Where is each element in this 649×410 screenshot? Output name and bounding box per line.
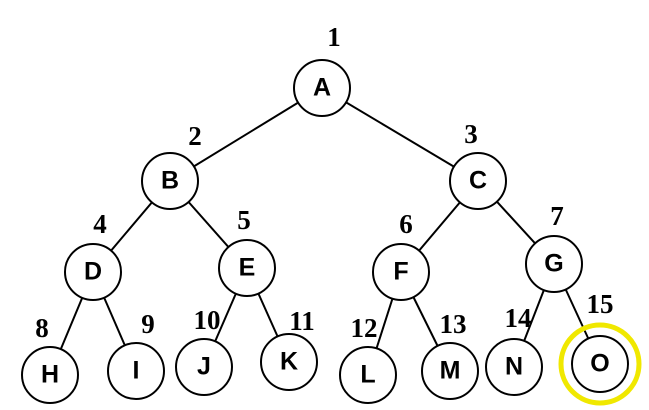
node-n: N [485,338,543,396]
node-index-8: 8 [35,313,49,343]
node-c: C [449,152,507,210]
node-label: D [84,258,102,286]
node-circle [372,243,430,301]
node-index-7: 7 [550,201,564,231]
node-circle [141,152,199,210]
node-index-1: 1 [327,22,341,52]
node-e: E [218,239,276,297]
node-label: J [197,353,211,381]
node-index-14: 14 [505,303,532,333]
node-label: I [133,357,140,385]
node-circle [339,346,397,404]
node-m: M [421,342,479,400]
tree-nodes: A B C D E F G H I J K L M N O [21,59,629,404]
node-circle [175,338,233,396]
node-f: F [372,243,430,301]
node-label: K [280,348,298,376]
node-circle [64,243,122,301]
node-circle [21,346,79,404]
node-index-4: 4 [93,209,107,239]
node-circle [525,235,583,293]
node-circle [293,59,351,117]
highlight-ring [558,322,642,406]
node-o: O [571,335,629,393]
node-index-3: 3 [464,119,478,149]
node-index-9: 9 [141,309,155,339]
node-circle [421,342,479,400]
node-b: B [141,152,199,210]
node-circle [107,342,165,400]
node-label: H [41,361,59,389]
node-label: M [440,357,461,385]
node-label: G [544,250,563,278]
node-circle [571,335,629,393]
node-label: C [469,167,487,195]
edge-a-b [169,87,323,182]
node-index-13: 13 [440,309,467,339]
node-label: E [239,254,256,282]
node-g: G [525,235,583,293]
node-index-10: 10 [194,305,221,335]
node-index-12: 12 [351,313,378,343]
node-j: J [175,338,233,396]
node-a: A [293,59,351,117]
node-label: A [313,74,331,102]
node-circle [449,152,507,210]
node-index-5: 5 [237,205,251,235]
edge-a-c [321,87,479,182]
node-label: B [161,167,179,195]
node-h: H [21,346,79,404]
node-l: L [339,346,397,404]
node-label: N [505,353,523,381]
node-index-11: 11 [289,306,315,336]
node-k: K [260,333,318,391]
node-i: I [107,342,165,400]
node-label: L [360,361,375,389]
node-circle [260,333,318,391]
node-index-15: 15 [587,289,614,319]
node-label: O [590,350,609,378]
node-circle [218,239,276,297]
node-d: D [64,243,122,301]
node-index-2: 2 [188,121,202,151]
node-label: F [393,258,408,286]
highlight-layer [558,322,642,406]
node-circle [485,338,543,396]
node-index-6: 6 [399,209,413,239]
